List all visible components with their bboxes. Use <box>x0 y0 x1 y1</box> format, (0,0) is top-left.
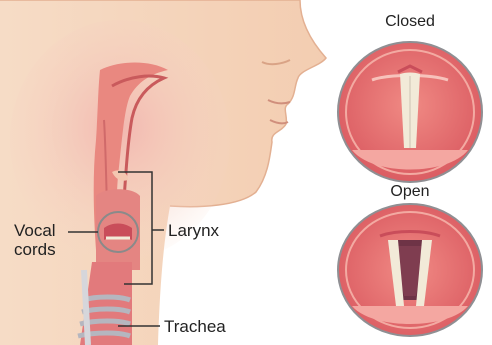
head-profile <box>0 0 326 345</box>
trachea <box>78 262 132 345</box>
larynx-structure <box>96 189 140 270</box>
open-vocal-cords-view <box>338 204 482 336</box>
closed-label: Closed <box>350 12 470 31</box>
larynx-label: Larynx <box>168 221 219 240</box>
trachea-label: Trachea <box>164 317 226 336</box>
open-label: Open <box>350 182 470 201</box>
vocal-cords-label-line2: cords <box>14 240 56 259</box>
closed-vocal-cords-view <box>338 42 482 182</box>
vocal-cords-label-line1: Vocal <box>14 221 56 240</box>
